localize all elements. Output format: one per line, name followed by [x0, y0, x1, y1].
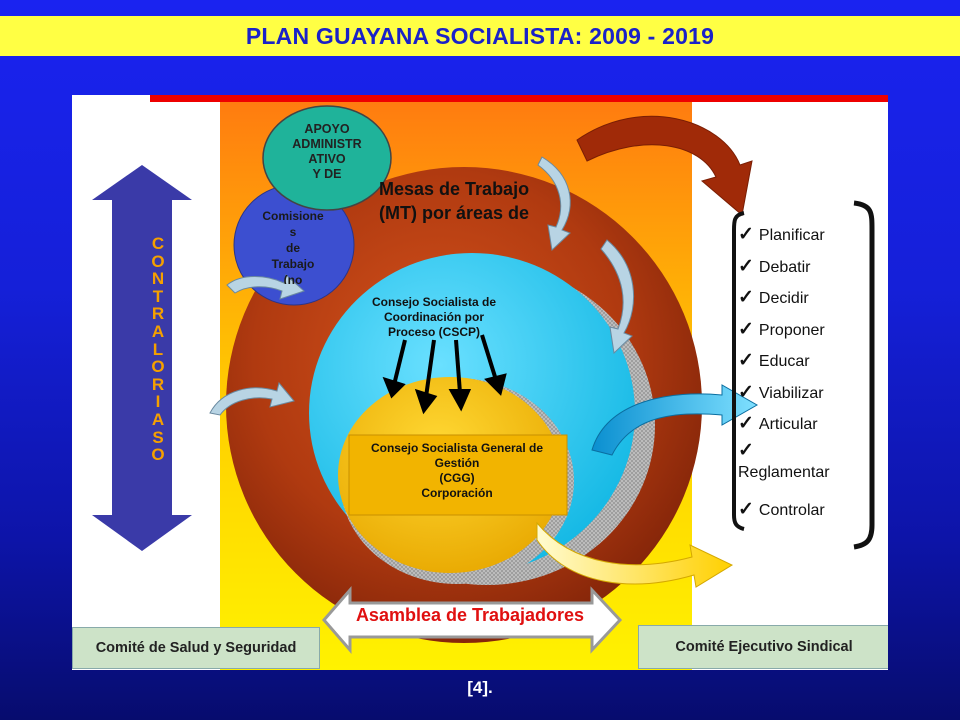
- action-item: ✓Planificar: [738, 219, 888, 251]
- checkmark-icon: ✓: [738, 439, 754, 461]
- mesas-label: Mesas de Trabajo (MT) por áreas de: [379, 177, 569, 225]
- cscp-line-1: Consejo Socialista de: [371, 295, 497, 309]
- contraloria-letter: I: [155, 392, 161, 412]
- mesas-line-1: Mesas de Trabajo: [379, 179, 530, 199]
- brown-arrow-to-actions: [576, 115, 753, 216]
- top-red-line: [150, 95, 888, 102]
- diagram-graphics: [92, 95, 888, 670]
- contraloria-letter: S: [152, 427, 164, 447]
- title-bar: PLAN GUAYANA SOCIALISTA: 2009 - 2019: [0, 16, 960, 56]
- action-item: ✓Decidir: [738, 282, 888, 314]
- cscp-to-cgg-arrows: [382, 334, 507, 415]
- action-label: Planificar: [758, 227, 825, 244]
- comisiones-line-1: Comisione: [262, 209, 324, 223]
- apoyo-circle: [262, 105, 392, 211]
- action-label: Controlar: [758, 501, 825, 519]
- cgg-label-box: [348, 434, 568, 516]
- contraloria-letter: C: [151, 234, 165, 253]
- cscp-label: Consejo Socialista de Coordinación por P…: [354, 295, 514, 340]
- cgg-line-2: Gestión: [434, 456, 480, 470]
- contraloria-double-arrow: [92, 165, 192, 551]
- footnote: [4].: [467, 678, 493, 697]
- action-label: Reglamentar: [738, 463, 830, 481]
- mesas-line-2: (MT) por áreas de: [379, 203, 530, 223]
- checkmark-icon: ✓: [738, 318, 754, 340]
- apoyo-line-4: Y DE: [312, 167, 342, 181]
- actions-bracket: [853, 200, 875, 550]
- comite-salud-box: Comité de Salud y Seguridad: [72, 627, 320, 669]
- yellow-arrow-to-actions: [536, 521, 734, 588]
- contraloria-letter: R: [151, 374, 165, 394]
- action-item: ✓Proponer: [738, 314, 888, 346]
- slide-title: PLAN GUAYANA SOCIALISTA: 2009 - 2019: [245, 22, 715, 49]
- contraloria-letter: O: [151, 357, 165, 377]
- comite-salud-label: Comité de Salud y Seguridad: [95, 640, 297, 656]
- action-item: ✓Debatir: [738, 251, 888, 283]
- contraloria-letter: N: [151, 269, 165, 289]
- contraloria-letter: A: [151, 321, 165, 341]
- apoyo-line-2: ADMINISTR: [292, 137, 362, 151]
- action-item: ✓ Reglamentar: [738, 440, 888, 494]
- comisiones-line-2: s: [289, 225, 297, 239]
- contraloria-letter: O: [151, 445, 165, 465]
- contraloria-letter: T: [152, 286, 164, 306]
- contraloria-letter: A: [151, 409, 165, 429]
- blue-arrow-to-actions: [591, 384, 759, 456]
- contraloria-letter: R: [151, 304, 165, 324]
- comisiones-line-5: (no: [283, 273, 303, 284]
- action-label: Viabilizar: [758, 384, 824, 402]
- apoyo-line-1: APOYO: [304, 122, 350, 136]
- action-label: Decidir: [758, 290, 809, 307]
- asamblea-label: Asamblea de Trabajadores: [355, 605, 585, 625]
- cgg-label: Consejo Socialista General de Gestión (C…: [350, 441, 564, 501]
- checkmark-icon: ✓: [738, 413, 754, 434]
- action-label: Proponer: [758, 321, 825, 339]
- action-item: ✓Controlar: [738, 494, 888, 526]
- checkmark-icon: ✓: [738, 498, 754, 520]
- actions-list: ✓Planificar✓Debatir✓Decidir✓Proponer✓Edu…: [738, 219, 888, 525]
- checkmark-icon: ✓: [738, 224, 754, 245]
- checkmark-icon: ✓: [738, 255, 754, 277]
- action-item: ✓Viabilizar: [738, 377, 888, 409]
- action-label: Educar: [758, 353, 810, 370]
- cgg-line-1: Consejo Socialista General de: [370, 441, 544, 455]
- cscp-line-3: Proceso (CSCP): [387, 325, 481, 339]
- action-item: ✓Educar: [738, 345, 888, 377]
- cgg-line-4: Corporación: [421, 486, 493, 500]
- action-label: Articular: [758, 416, 818, 433]
- comisiones-line-4: Trabajo: [271, 257, 315, 271]
- actions-left-bracket: [732, 211, 745, 531]
- apoyo-line-3: ATIVO: [308, 152, 346, 166]
- comite-sindical-box: Comité Ejecutivo Sindical: [638, 625, 888, 669]
- action-label: Debatir: [758, 258, 811, 276]
- comite-sindical-label: Comité Ejecutivo Sindical: [675, 639, 853, 655]
- comisiones-line-3: de: [285, 241, 300, 255]
- contraloria-letter: O: [151, 251, 165, 271]
- checkmark-icon: ✓: [738, 287, 754, 308]
- comisiones-label: Comisione s de Trabajo (no: [252, 208, 334, 284]
- checkmark-icon: ✓: [738, 350, 754, 371]
- checkmark-icon: ✓: [738, 381, 754, 403]
- asamblea-double-arrow: [322, 585, 623, 655]
- grey-curved-arrows: [209, 156, 635, 416]
- apoyo-label: APOYO ADMINISTR ATIVO Y DE: [277, 122, 377, 182]
- cscp-line-2: Coordinación por: [384, 310, 484, 324]
- cgg-line-3: (CGG): [439, 471, 475, 485]
- action-item: ✓Articular: [738, 408, 888, 440]
- contraloria-letter: L: [152, 339, 164, 359]
